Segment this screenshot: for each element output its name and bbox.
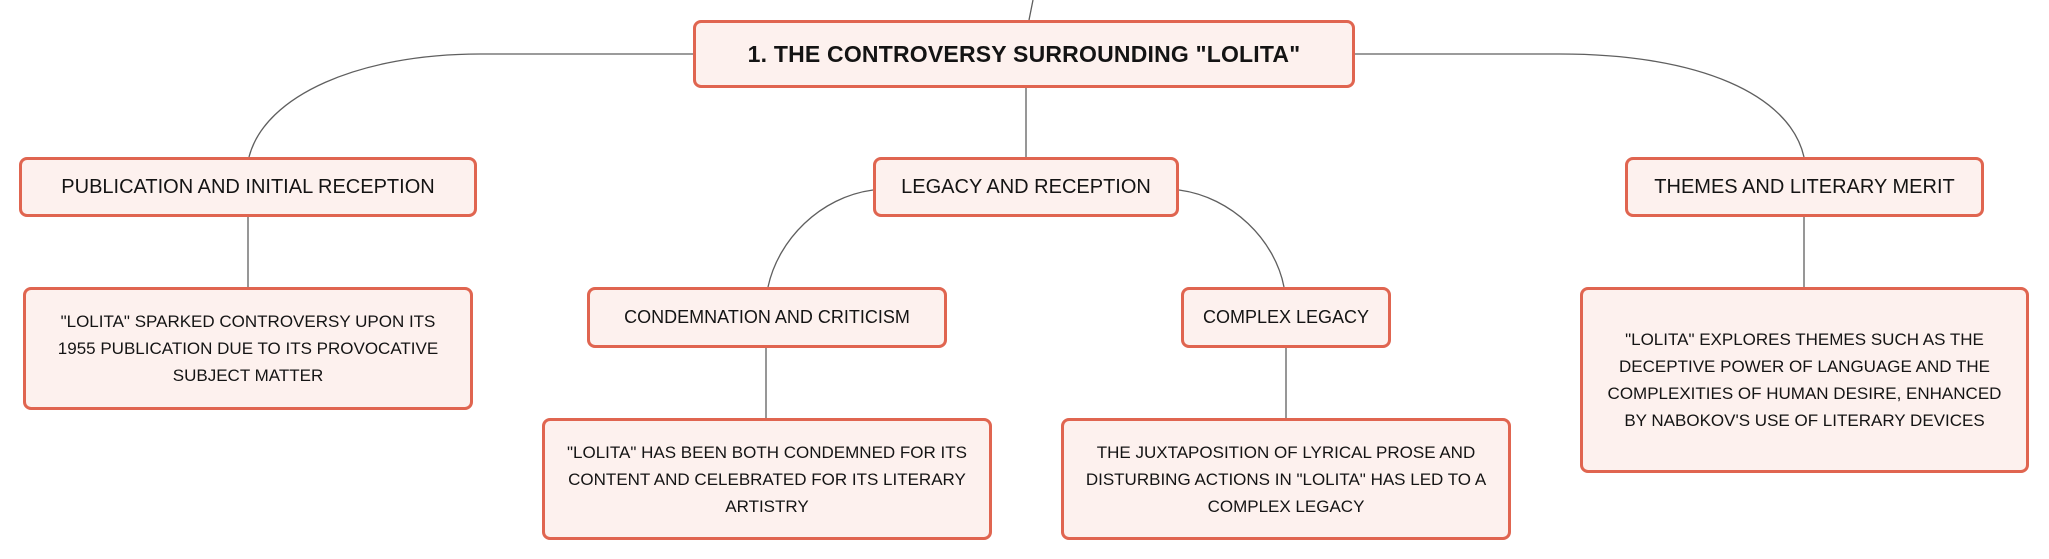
- connector-legacy-to-condemnation: [767, 189, 874, 288]
- topic-label-publication: PUBLICATION AND INITIAL RECEPTION: [61, 175, 435, 198]
- subtopic-label-condemnation: CONDEMNATION AND CRITICISM: [624, 307, 910, 327]
- subtopic-node-condemnation[interactable]: CONDEMNATION AND CRITICISM: [587, 287, 947, 348]
- topic-node-legacy[interactable]: LEGACY AND RECEPTION: [873, 157, 1179, 217]
- topic-label-legacy: LEGACY AND RECEPTION: [901, 175, 1151, 198]
- detail-text-complex-legacy: THE JUXTAPOSITION OF LYRICAL PROSE AND D…: [1085, 442, 1487, 516]
- detail-text-themes: "LOLITA" EXPLORES THEMES SUCH AS THE DEC…: [1607, 330, 2002, 430]
- detail-node-themes[interactable]: "LOLITA" EXPLORES THEMES SUCH AS THE DEC…: [1580, 287, 2029, 473]
- root-topic-title: 1. THE CONTROVERSY SURROUNDING "LOLITA": [747, 40, 1301, 67]
- detail-node-publication[interactable]: "LOLITA" SPARKED CONTROVERSY UPON ITS 19…: [23, 287, 473, 410]
- subtopic-node-complex-legacy[interactable]: COMPLEX LEGACY: [1181, 287, 1391, 348]
- topic-node-publication[interactable]: PUBLICATION AND INITIAL RECEPTION: [19, 157, 477, 217]
- subtopic-label-complex-legacy: COMPLEX LEGACY: [1202, 307, 1370, 327]
- connector-root-to-themes: [1355, 53, 1805, 158]
- detail-node-complex-legacy[interactable]: THE JUXTAPOSITION OF LYRICAL PROSE AND D…: [1061, 418, 1511, 540]
- topic-node-themes[interactable]: THEMES AND LITERARY MERIT: [1625, 157, 1984, 217]
- connector-legacy-to-complex-legacy: [1178, 189, 1285, 288]
- connector-parent-to-root: [1028, 0, 1034, 21]
- root-topic-node[interactable]: 1. THE CONTROVERSY SURROUNDING "LOLITA": [693, 20, 1355, 88]
- detail-text-publication: "LOLITA" SPARKED CONTROVERSY UPON ITS 19…: [57, 312, 439, 385]
- topic-label-themes: THEMES AND LITERARY MERIT: [1654, 175, 1955, 198]
- detail-text-condemnation: "LOLITA" HAS BEEN BOTH CONDEMNED FOR ITS…: [567, 442, 967, 516]
- connector-root-to-publication: [248, 53, 693, 158]
- detail-node-condemnation[interactable]: "LOLITA" HAS BEEN BOTH CONDEMNED FOR ITS…: [542, 418, 992, 540]
